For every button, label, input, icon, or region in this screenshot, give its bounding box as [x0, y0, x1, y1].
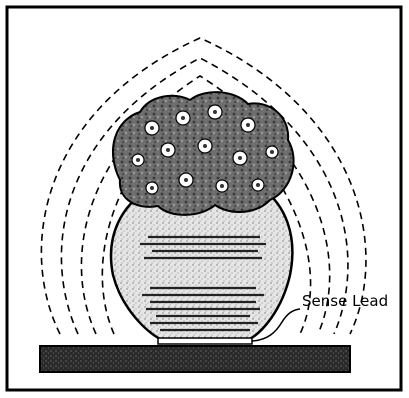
- sense-lead-label: Sense Lead: [302, 292, 388, 310]
- sense-plate: [158, 338, 252, 344]
- base-platform: [40, 346, 350, 372]
